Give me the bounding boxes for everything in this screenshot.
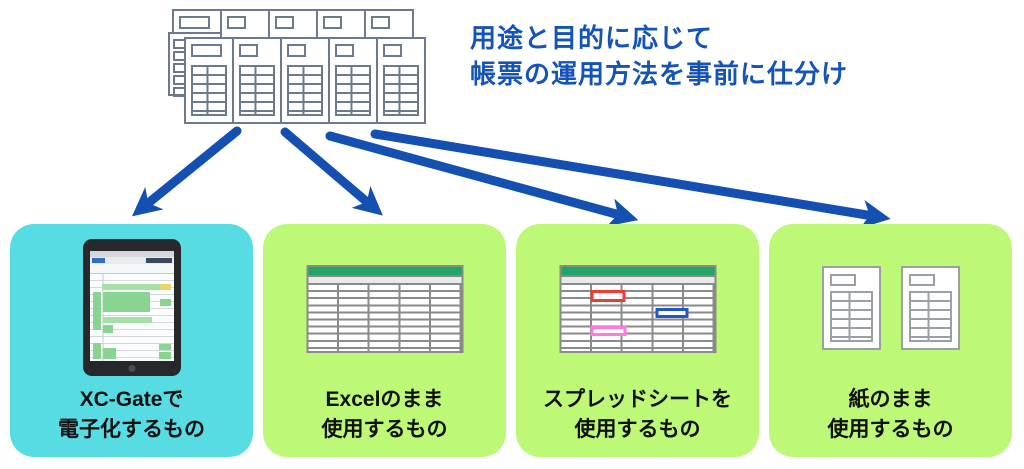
forms-front-row xyxy=(184,37,426,124)
paper-form xyxy=(821,266,881,350)
arrow-to-xc-gate xyxy=(131,126,242,217)
paper-form xyxy=(900,266,960,350)
box-label-spreadsheet: スプレッドシートを 使用するもの xyxy=(543,388,732,441)
box-label-excel: Excelのまま 使用するもの xyxy=(321,388,448,441)
box-label-xc-gate: XC-Gateで 電子化するもの xyxy=(58,388,205,441)
form-sheet xyxy=(376,37,426,124)
excel-green-bar xyxy=(308,267,461,275)
arrow-to-spreadsheet xyxy=(325,131,639,227)
category-box-spreadsheet: スプレッドシートを 使用するもの xyxy=(516,224,759,457)
box-label-paper: 紙のまま 使用するもの xyxy=(827,388,954,441)
title-line-2: 帳票の運用方法を事前に仕分け xyxy=(470,59,849,89)
spreadsheet-highlighted-cells-icon xyxy=(559,265,716,353)
form-sheet xyxy=(328,37,378,124)
form-sheet xyxy=(280,37,330,124)
form-sheet xyxy=(184,37,234,124)
highlight-cell-red xyxy=(590,290,625,302)
category-box-xc-gate: XC-Gateで 電子化するもの xyxy=(10,224,253,457)
tablet-home-button xyxy=(128,365,135,372)
arrow-to-paper xyxy=(370,129,891,229)
stacked-forms-icon xyxy=(168,8,442,130)
category-box-excel: Excelのまま 使用するもの xyxy=(263,224,506,457)
tablet-screen xyxy=(89,251,174,361)
category-box-paper: 紙のまま 使用するもの xyxy=(769,224,1012,457)
paper-forms-icon xyxy=(769,266,1012,350)
form-sheet xyxy=(232,37,282,124)
excel-spreadsheet-icon xyxy=(306,265,463,353)
sheets-green-bar xyxy=(561,267,714,275)
highlight-cell-pink xyxy=(590,326,626,336)
page-title: 用途と目的に応じて 帳票の運用方法を事前に仕分け xyxy=(470,20,848,92)
title-line-1: 用途と目的に応じて xyxy=(470,23,714,53)
highlight-cell-blue xyxy=(655,308,688,318)
arrow-to-excel xyxy=(280,127,383,216)
tablet-digital-form-icon xyxy=(82,239,181,376)
